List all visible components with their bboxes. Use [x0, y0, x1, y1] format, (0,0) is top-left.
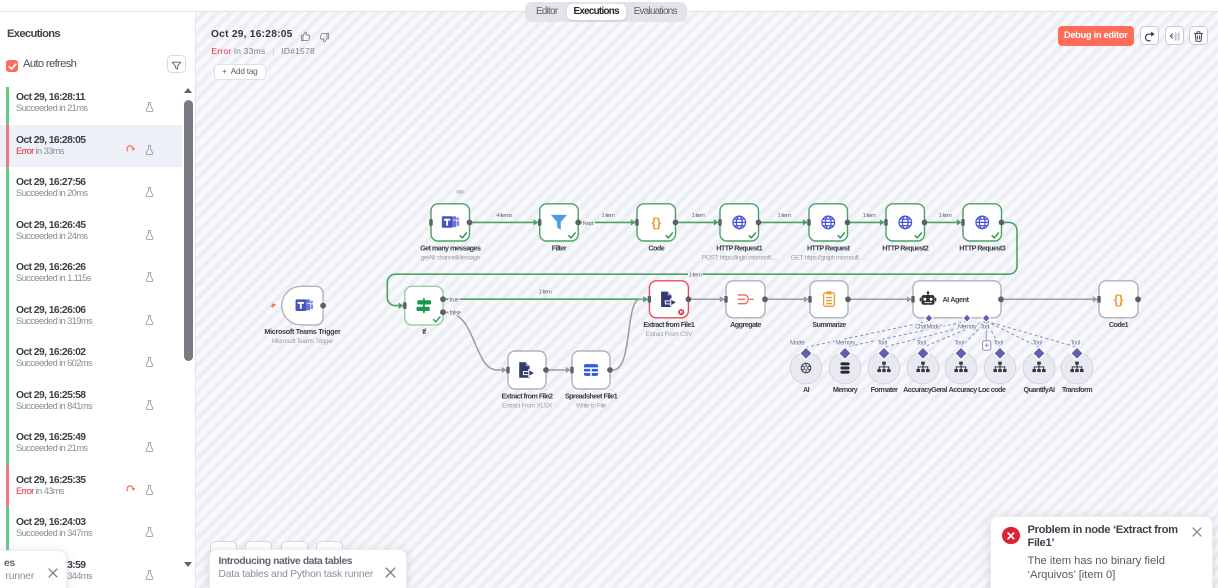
svg-text:POST: https://login.microsoft…: POST: https://login.microsoft…	[702, 254, 777, 261]
svg-text:AI: AI	[803, 385, 810, 394]
svg-text:If: If	[422, 327, 426, 336]
svg-text:Tool: Tool	[954, 340, 964, 347]
svg-text:4 items: 4 items	[496, 213, 512, 219]
svg-text:Tool: Tool	[1070, 340, 1080, 347]
svg-text:HTTP Request1: HTTP Request1	[716, 243, 763, 252]
svg-text:AccuracyGeral: AccuracyGeral	[903, 385, 947, 394]
svg-text:HTTP Request: HTTP Request	[807, 243, 851, 252]
svg-text:Spreadsheet File1: Spreadsheet File1	[565, 391, 618, 400]
svg-text:}: }	[1118, 292, 1123, 307]
svg-text:Get many messages: Get many messages	[420, 243, 481, 252]
svg-text:GET: https://graph.microsoft….: GET: https://graph.microsoft….	[791, 254, 867, 261]
svg-text:Microsoft Teams Trigger: Microsoft Teams Trigger	[272, 338, 334, 345]
svg-text:getAll: channelMessage: getAll: channelMessage	[421, 254, 481, 261]
svg-text:AI Agent: AI Agent	[943, 295, 970, 304]
svg-text:Extract from File2: Extract from File2	[502, 391, 554, 400]
svg-text:Summarize: Summarize	[812, 320, 846, 329]
svg-text:Transform: Transform	[1062, 385, 1092, 394]
svg-text:1 item: 1 item	[602, 213, 615, 219]
svg-text:HTTP Request3: HTTP Request3	[959, 243, 1006, 252]
svg-text:Tool: Tool	[916, 340, 926, 347]
svg-text:Filter: Filter	[552, 243, 567, 252]
svg-text:Tool: Tool	[993, 340, 1003, 347]
svg-text:Extract From CSV: Extract From CSV	[646, 331, 694, 338]
svg-text:Formater: Formater	[871, 385, 899, 394]
svg-text:{: {	[1114, 292, 1119, 307]
svg-text:Accuracy Loc code: Accuracy Loc code	[949, 385, 1006, 394]
svg-text:Memory: Memory	[833, 385, 858, 394]
svg-text:1 item: 1 item	[863, 213, 876, 219]
svg-text:Kept: Kept	[583, 221, 594, 227]
svg-text:1 item: 1 item	[689, 272, 702, 278]
svg-text:Microsoft Teams Trigger: Microsoft Teams Trigger	[264, 327, 341, 336]
svg-text:Chat Model*: Chat Model*	[915, 324, 943, 331]
svg-text:Tool: Tool	[980, 324, 989, 331]
svg-text:}: }	[656, 215, 661, 230]
svg-text:1 item: 1 item	[778, 213, 791, 219]
svg-text:{: {	[651, 215, 656, 230]
svg-text:Tool: Tool	[1032, 340, 1042, 347]
svg-text:Write to File: Write to File	[576, 402, 607, 409]
svg-text:Extract From XLSX: Extract From XLSX	[502, 402, 553, 409]
svg-text:1 item: 1 item	[539, 290, 552, 296]
svg-text:1 item: 1 item	[692, 213, 705, 219]
svg-text:Code1: Code1	[1109, 320, 1129, 329]
svg-text:QuantifyAI: QuantifyAI	[1024, 385, 1055, 394]
svg-text:Code: Code	[648, 243, 664, 252]
svg-text:HTTP Request2: HTTP Request2	[882, 243, 929, 252]
svg-text:Tool: Tool	[877, 340, 887, 347]
svg-text:Memory: Memory	[958, 324, 978, 331]
svg-text:true: true	[450, 297, 460, 304]
svg-text:1 item: 1 item	[939, 213, 952, 219]
svg-text:Aggregate: Aggregate	[730, 320, 761, 329]
svg-text:Memory: Memory	[835, 340, 856, 347]
svg-text:Model: Model	[790, 340, 805, 347]
svg-text:Extract from File1: Extract from File1	[643, 320, 695, 329]
svg-text:false: false	[450, 310, 462, 317]
